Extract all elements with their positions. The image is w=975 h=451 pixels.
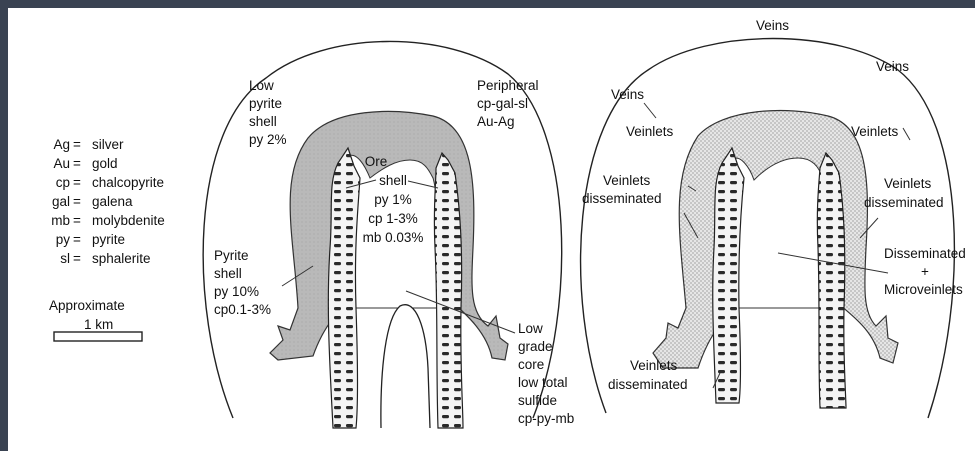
- legend-row: Au = gold: [53, 156, 117, 171]
- legend-abbr: cp: [56, 175, 70, 190]
- svg-text:py 10%: py 10%: [214, 284, 259, 299]
- low-grade-core-label: Low grade core low total sulfide cp-py-m…: [518, 321, 574, 426]
- legend-abbr: gal: [52, 194, 70, 209]
- svg-text:shell: shell: [214, 266, 242, 281]
- legend-eq: =: [73, 137, 81, 152]
- scale-bar: [54, 332, 142, 341]
- svg-text:low total: low total: [518, 375, 568, 390]
- svg-text:Peripheral: Peripheral: [477, 78, 539, 93]
- veinlets-label-left: Veinlets: [626, 124, 674, 139]
- veins-label-right: Veins: [876, 59, 909, 74]
- svg-text:Low: Low: [249, 78, 274, 93]
- svg-text:Veinlets: Veinlets: [630, 358, 678, 373]
- legend-eq: =: [73, 156, 81, 171]
- svg-text:sulfide: sulfide: [518, 393, 557, 408]
- veinlets-disseminated-right-label: Veinlets disseminated: [864, 176, 944, 210]
- veinlets-disseminated-left-label: Veinlets disseminated: [582, 173, 662, 206]
- svg-text:disseminated: disseminated: [864, 195, 944, 210]
- legend-row: py = pyrite: [56, 232, 125, 247]
- legend: Ag = silver Au = gold cp = chalcopyrite …: [49, 137, 165, 341]
- low-grade-core-arch: [381, 305, 430, 428]
- legend-row: gal = galena: [52, 194, 133, 209]
- legend-abbr: py: [56, 232, 71, 247]
- svg-text:Pyrite: Pyrite: [214, 248, 249, 263]
- svg-text:shell: shell: [379, 173, 407, 188]
- svg-text:Ore: Ore: [365, 154, 388, 169]
- legend-eq: =: [73, 251, 81, 266]
- veins-label-top: Veins: [756, 18, 789, 33]
- left-diagram: Low pyrite shell py 2% Peripheral cp-gal…: [203, 41, 574, 428]
- legend-row: mb = molybdenite: [51, 213, 165, 228]
- svg-text:mb 0.03%: mb 0.03%: [363, 230, 424, 245]
- veinlets-label-right: Veinlets: [851, 124, 899, 139]
- pyrite-shell-label: Pyrite shell py 10% cp0.1-3%: [214, 248, 271, 317]
- svg-text:disseminated: disseminated: [582, 191, 662, 206]
- legend-name: chalcopyrite: [92, 175, 164, 190]
- veins-label-left: Veins: [611, 87, 644, 102]
- left-dyke: [328, 148, 360, 428]
- svg-text:core: core: [518, 357, 544, 372]
- right-dyke: [817, 153, 846, 408]
- svg-text:pyrite: pyrite: [249, 96, 282, 111]
- legend-name: molybdenite: [92, 213, 165, 228]
- legend-abbr: sl: [60, 251, 70, 266]
- right-diagram: Veins Veins Veins Veinlets Veinlets Vein…: [581, 18, 966, 418]
- legend-name: silver: [92, 137, 124, 152]
- legend-name: sphalerite: [92, 251, 151, 266]
- svg-text:disseminated: disseminated: [608, 377, 688, 392]
- svg-text:Low: Low: [518, 321, 543, 336]
- low-pyrite-shell-label: Low pyrite shell py 2%: [249, 78, 287, 147]
- svg-text:shell: shell: [249, 114, 277, 129]
- svg-text:+: +: [921, 264, 929, 279]
- legend-name: galena: [92, 194, 133, 209]
- legend-abbr: mb: [51, 213, 70, 228]
- svg-text:Veinlets: Veinlets: [884, 176, 932, 191]
- svg-text:cp 1-3%: cp 1-3%: [368, 211, 418, 226]
- svg-text:py 2%: py 2%: [249, 132, 287, 147]
- svg-text:py 1%: py 1%: [374, 192, 412, 207]
- veinlets-disseminated-bottom-label: Veinlets disseminated: [608, 358, 688, 392]
- porphyry-deposit-figure: Ag = silver Au = gold cp = chalcopyrite …: [8, 8, 975, 451]
- veins-leader: [644, 103, 656, 118]
- svg-text:cp0.1-3%: cp0.1-3%: [214, 302, 271, 317]
- svg-text:cp-gal-sl: cp-gal-sl: [477, 96, 528, 111]
- legend-row: cp = chalcopyrite: [56, 175, 164, 190]
- scale-title: Approximate: [49, 298, 125, 313]
- svg-text:grade: grade: [518, 339, 553, 354]
- legend-eq: =: [73, 213, 81, 228]
- svg-text:Au-Ag: Au-Ag: [477, 114, 515, 129]
- diagram-canvas: Ag = silver Au = gold cp = chalcopyrite …: [8, 8, 975, 451]
- legend-row: sl = sphalerite: [60, 251, 150, 266]
- veinlets-leader: [903, 128, 910, 140]
- svg-text:Microveinlets: Microveinlets: [884, 282, 963, 297]
- left-dyke: [713, 148, 744, 403]
- legend-abbr: Ag: [53, 137, 70, 152]
- legend-row: Ag = silver: [53, 137, 124, 152]
- legend-name: gold: [92, 156, 118, 171]
- legend-eq: =: [73, 175, 81, 190]
- peripheral-label: Peripheral cp-gal-sl Au-Ag: [477, 78, 539, 129]
- svg-text:cp-py-mb: cp-py-mb: [518, 411, 574, 426]
- scale-value: 1 km: [84, 317, 113, 332]
- svg-text:Disseminated: Disseminated: [884, 246, 966, 261]
- svg-text:Veinlets: Veinlets: [603, 173, 651, 188]
- legend-eq: =: [73, 194, 81, 209]
- legend-abbr: Au: [53, 156, 70, 171]
- legend-name: pyrite: [92, 232, 125, 247]
- legend-eq: =: [73, 232, 81, 247]
